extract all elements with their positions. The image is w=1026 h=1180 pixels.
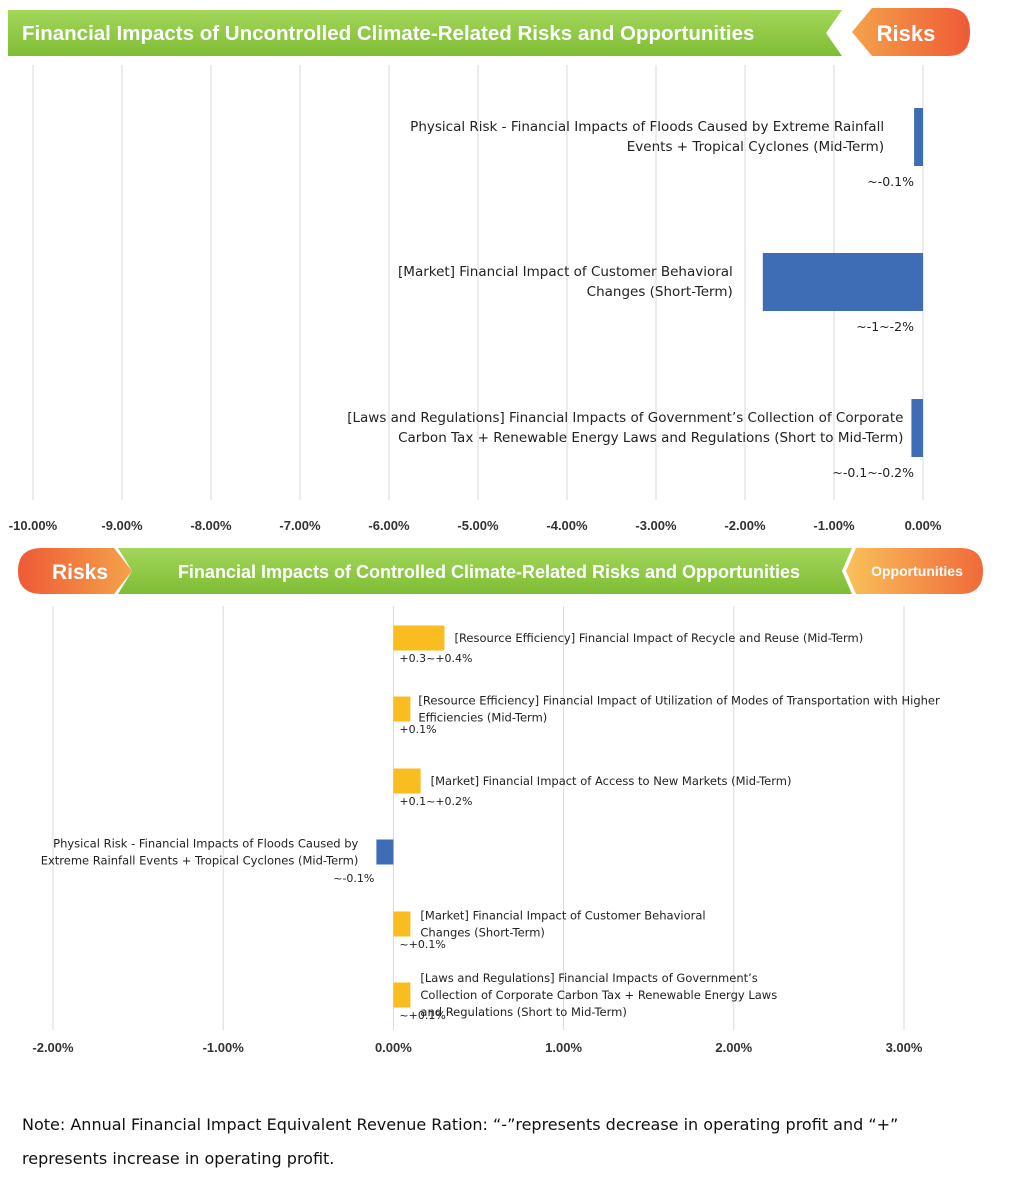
x-tick-label: -1.00% (203, 1040, 245, 1055)
bar-value-label: +0.1~+0.2% (399, 795, 472, 808)
x-tick-label: -1.00% (813, 518, 855, 533)
top-banner-risks-label: Risks (877, 21, 936, 46)
x-tick-label: -5.00% (457, 518, 499, 533)
x-tick-label: -10.00% (9, 518, 58, 533)
bar-value-label: ~+0.1% (399, 938, 445, 951)
top-banner-title: Financial Impacts of Uncontrolled Climat… (22, 22, 754, 45)
x-tick-label: -9.00% (101, 518, 143, 533)
bottom-banner-opportunities-label: Opportunities (871, 563, 963, 579)
x-tick-label: -6.00% (368, 518, 410, 533)
bar-value-label: ~-0.1% (867, 174, 914, 189)
bar (393, 625, 445, 651)
x-tick-label: -8.00% (190, 518, 232, 533)
controlled-impacts-chart: -2.00% -1.00% 0.00% 1.00% 2.00% 3.00% [Resourc… (32, 606, 940, 1055)
x-tick-label: -7.00% (279, 518, 321, 533)
x-tick-label: 0.00% (905, 518, 942, 533)
bar-label: [Market] Financial Impact of Access to N… (431, 774, 792, 788)
bar (762, 253, 923, 311)
bar-label: [Laws and Regulations] Financial Impacts… (420, 971, 777, 1019)
x-tick-label: -2.00% (724, 518, 766, 533)
bar-value-label: ~-0.1% (333, 872, 374, 885)
bar (393, 768, 421, 794)
bar-value-label: ~-1~-2% (856, 319, 914, 334)
x-tick-label: -3.00% (635, 518, 677, 533)
note-text: Note: Annual Financial Impact Equivalent… (22, 1115, 899, 1168)
uncontrolled-impacts-chart: -10.00% -9.00% -8.00% -7.00% -6.00% -5.00% -4.… (9, 65, 942, 533)
x-tick-label: 0.00% (375, 1040, 412, 1055)
top-banner: Financial Impacts of Uncontrolled Climat… (8, 8, 970, 56)
bar-label: Physical Risk - Financial Impacts of Flo… (410, 119, 884, 155)
bar-label: [Market] Financial Impact of Customer Be… (420, 909, 705, 940)
bar (393, 696, 411, 722)
x-tick-label: -2.00% (32, 1040, 74, 1055)
top-banner-risks-tag (852, 8, 970, 56)
bar-label: [Resource Efficiency] Financial Impact o… (454, 631, 863, 645)
bar-value-label: ~+0.1% (399, 1009, 445, 1022)
bar (911, 399, 923, 457)
x-tick-label: 2.00% (715, 1040, 752, 1055)
bar-label: [Market] Financial Impact of Customer Be… (398, 264, 733, 300)
bar (393, 911, 411, 937)
bar-value-label: ~-0.1~-0.2% (832, 465, 914, 480)
bar-value-label: +0.1% (399, 723, 436, 736)
x-tick-label: 3.00% (886, 1040, 923, 1055)
bottom-banner-title: Financial Impacts of Controlled Climate-… (178, 562, 800, 582)
bottom-banner: Risks Financial Impacts of Controlled Cl… (18, 548, 983, 594)
bottom-banner-risks-label: Risks (52, 561, 108, 584)
bar-label: [Laws and Regulations] Financial Impacts… (347, 410, 903, 446)
bar-label: Physical Risk - Financial Impacts of Flo… (41, 837, 359, 868)
bar (376, 839, 394, 865)
figure-canvas: Financial Impacts of Uncontrolled Climat… (8, 8, 983, 1055)
bottom-banner-green-bar (118, 548, 852, 594)
top-banner-green-bar (8, 10, 842, 56)
bottom-banner-opportunities-tag (846, 548, 983, 594)
x-tick-label: 1.00% (545, 1040, 582, 1055)
bottom-banner-risks-tag (18, 548, 132, 594)
bar-value-label: +0.3~+0.4% (399, 652, 472, 665)
x-tick-label: -4.00% (546, 518, 588, 533)
bar (914, 108, 923, 166)
bar (393, 982, 411, 1008)
bar-label: [Resource Efficiency] Financial Impact o… (418, 694, 940, 725)
